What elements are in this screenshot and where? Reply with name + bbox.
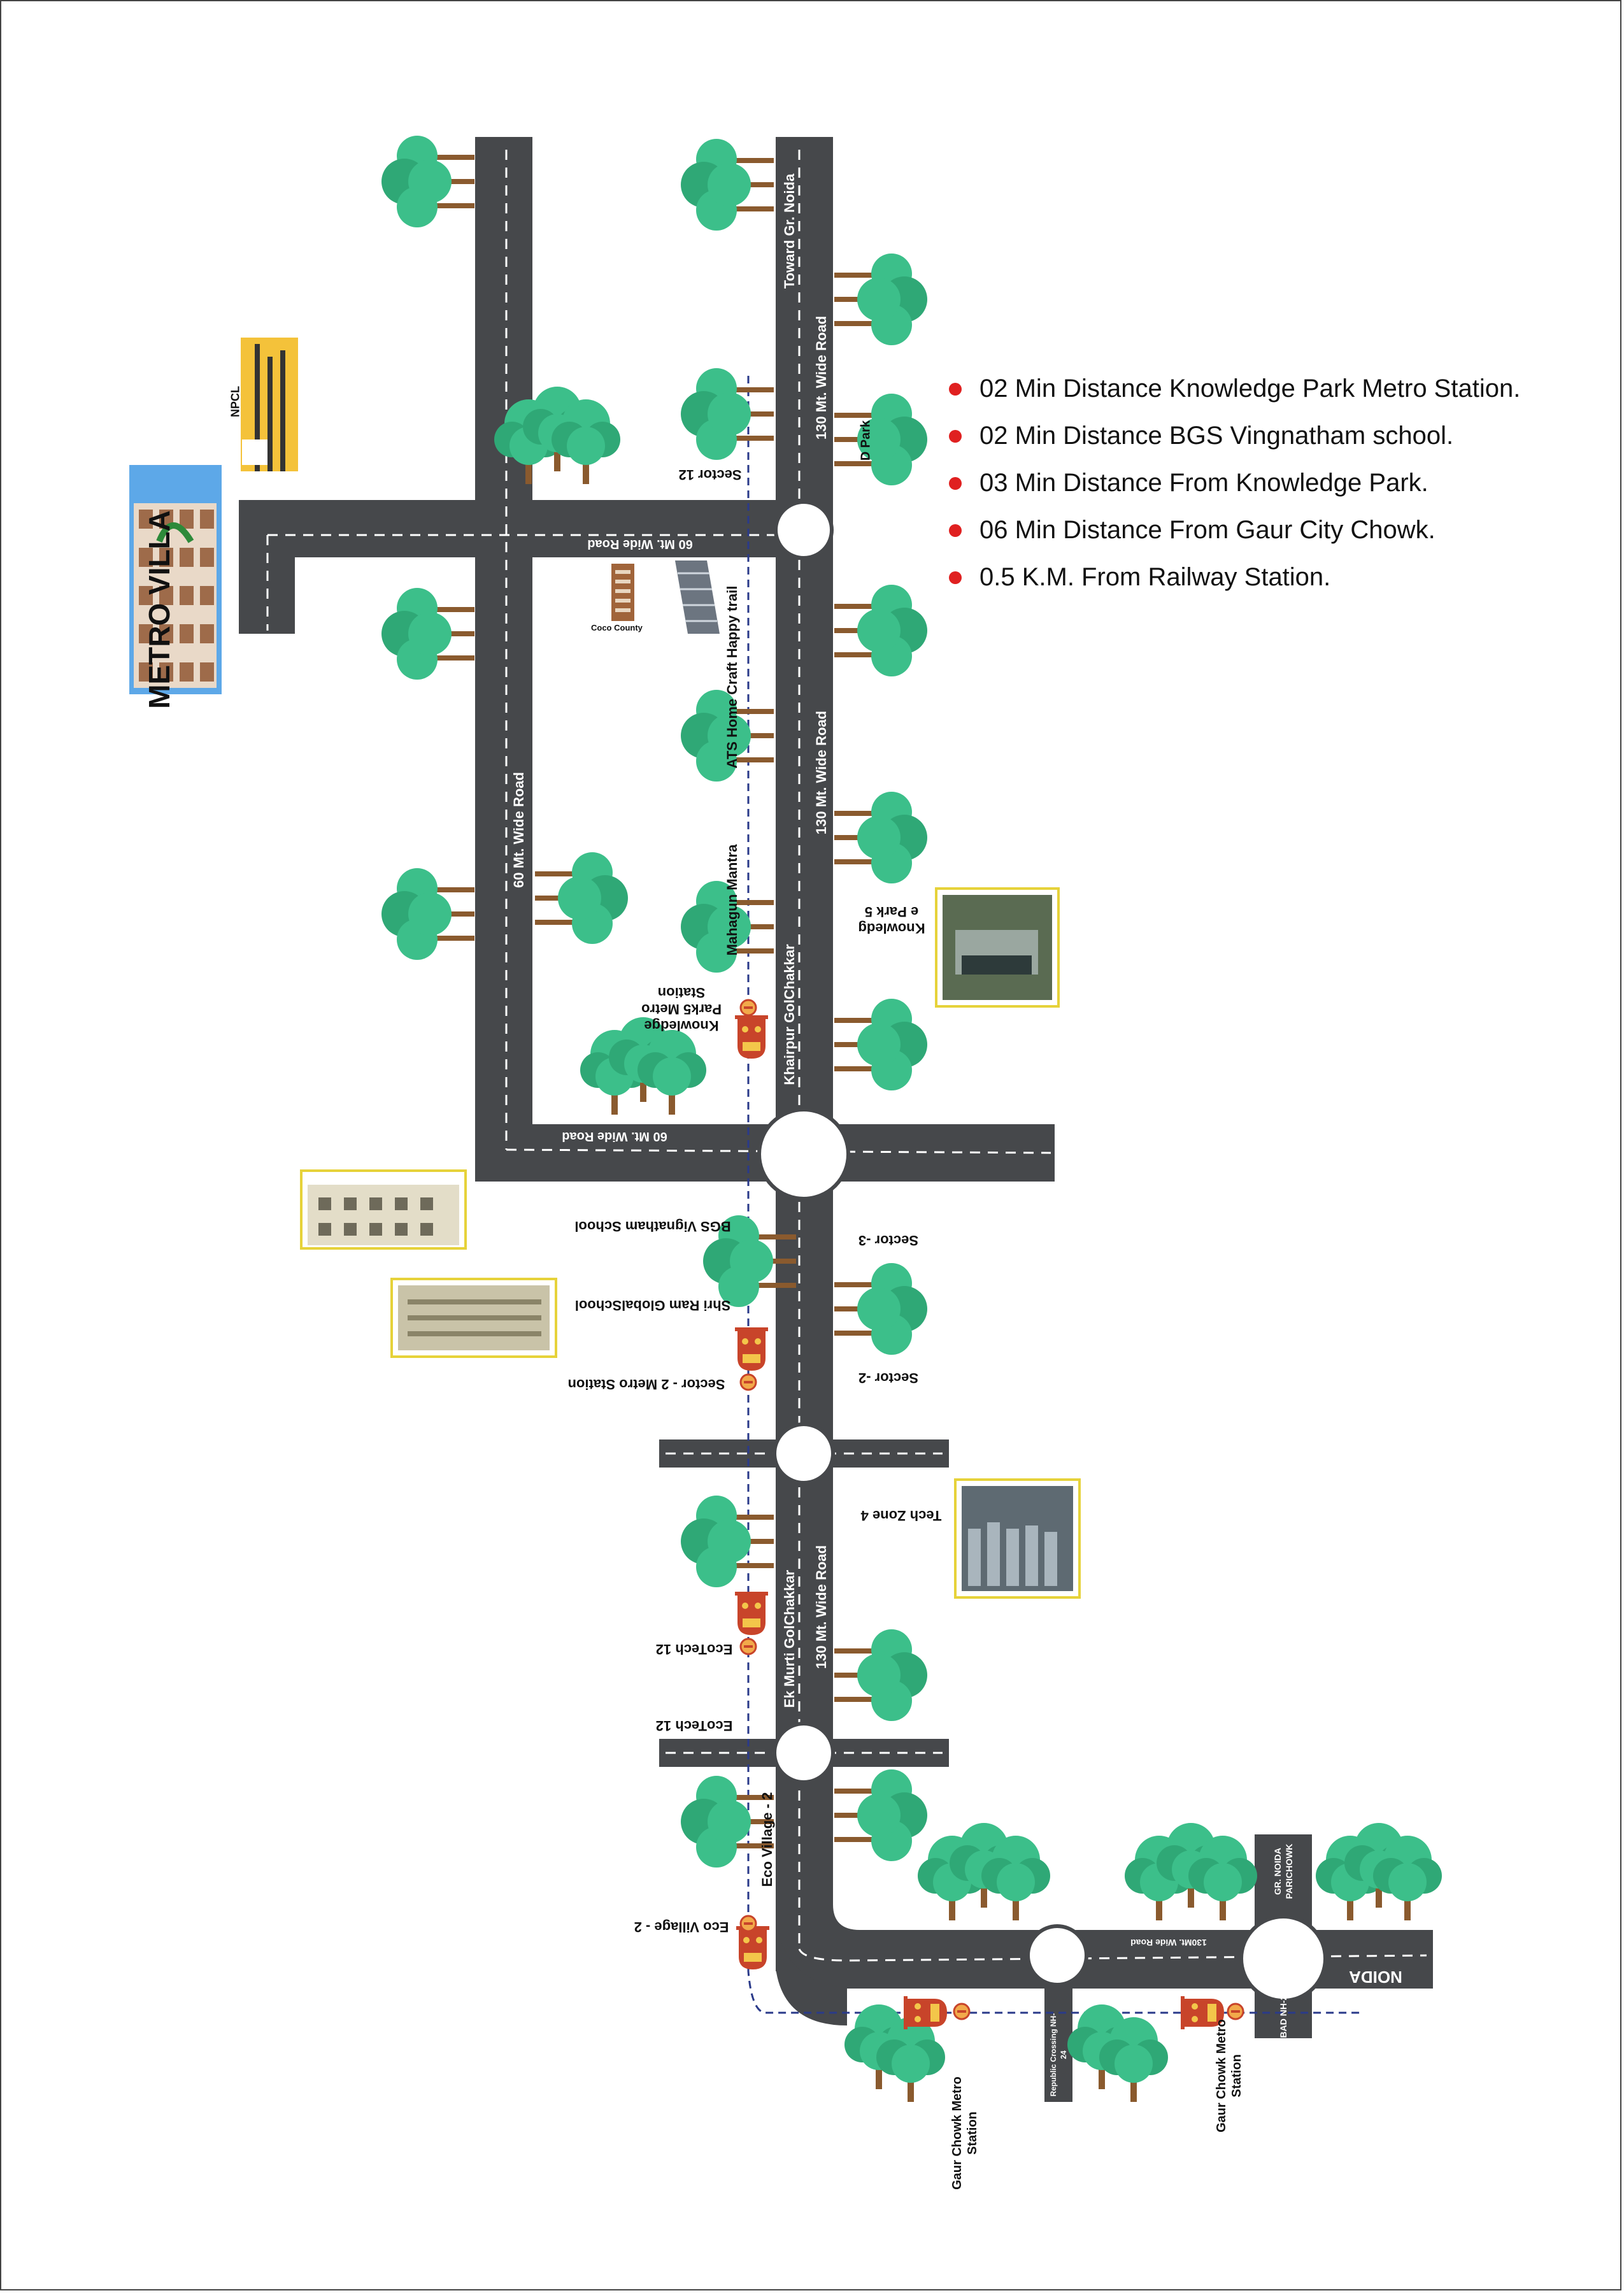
building-icon [390,1278,557,1358]
label-tech-zone-4: Tech Zone 4 [860,1508,942,1524]
metro-train-icon [904,1996,947,2029]
label-bgs-school: BGS Vignatham School [574,1218,731,1234]
building-icon [954,1478,1081,1599]
road-label-ek-murti: Ek Murti GolChakkar [781,1569,797,1708]
tree-icon [834,792,927,883]
tree-icon [834,1263,927,1355]
metro-station-icon [953,2003,971,2020]
building-icon [241,338,298,471]
tree-icon [535,852,628,944]
label-coco-county: Coco County [591,623,643,632]
metro-line [747,376,1363,2014]
feature-item: 03 Min Distance From Knowledge Park. [943,464,1520,511]
label-sector-3: Sector -3 [858,1232,919,1248]
label-npcl: NPCL [229,386,242,417]
feature-item: 02 Min Distance Knowledge Park Metro Sta… [943,369,1520,417]
road-label-130m-mid: 130 Mt. Wide Road [813,710,829,835]
label-sector-12: Sector 12 [678,467,742,483]
feature-item: 02 Min Distance BGS Vingnatham school. [943,417,1520,464]
building-pictures [129,338,1081,1599]
roads [239,137,1433,2102]
label-kp5-metro-station: Knowledge Park5 Metro Station [641,985,722,1034]
tree-icon [381,868,474,960]
road-label-noida: NOIDA [1349,1968,1402,1987]
tree-icon [381,136,474,227]
feature-list: 02 Min Distance Knowledge Park Metro Sta… [943,369,1520,605]
building-icon [935,887,1060,1008]
label-mahagun: Mahagun Mantra [724,844,740,956]
label-shri-ram-school: Shri Ram GlobalSchool [574,1297,731,1313]
tree-icon [681,1496,774,1587]
label-ats: ATS Home Craft Happy trail [724,585,740,769]
metro-train-icon [735,1592,768,1635]
label-knowledge-park-5: Knowledg e Park 5 [858,904,925,936]
road-label-130m-bottom: 130 Mt. Wide Road [813,1545,829,1669]
bullet-icon [949,430,962,443]
tree-icon [834,394,927,485]
metro-train-icon [735,1327,768,1371]
label-gaur-chowk-metro-1: Gaur Chowk Metro Station [950,2076,979,2190]
tree-icon [834,1769,927,1861]
tree-icon [681,368,774,460]
tree-icon [681,139,774,231]
road-label-60m-vertical: 60 Mt. Wide Road [511,772,527,888]
building-icon [675,561,720,634]
building-icon [300,1169,467,1250]
label-ecotech-12-a: EcoTech 12 [655,1641,733,1657]
label-eco-village-road: Eco Village - 2 [759,1792,775,1887]
label-ecotech-12-b: EcoTech 12 [655,1718,733,1734]
tree-icon [834,999,927,1090]
road-label-130m-small: 130Mt. Wide Road [1130,1938,1207,1948]
bullet-icon [949,524,962,537]
page-title: METRO VILLA [143,510,176,709]
label-republic-crossing: Republic Crossing NH-24 [1049,2013,1068,2097]
tree-icon [834,585,927,676]
road-label-130m-top: 130 Mt. Wide Road [813,315,829,440]
metro-train-icon [735,1015,768,1059]
metro-station-icon [739,999,757,1017]
tree-icon [381,588,474,680]
label-d-park: D Park [858,420,873,461]
road-label-60m-top: 60 Mt. Wide Road [587,537,693,551]
tree-icon [834,254,927,345]
label-sector-2-metro: Sector - 2 Metro Station [567,1376,725,1392]
building-icon [611,564,634,621]
tree-icon [834,1629,927,1721]
road-label-toward-gr-noida: Toward Gr. Noida [781,173,797,289]
road-label-60m-bottom: 60 Mt. Wide Road [562,1129,667,1143]
feature-item: 0.5 K.M. From Railway Station. [943,558,1520,605]
label-eco-village-metro: Eco Village - 2 [634,1919,729,1935]
label-gaur-chowk-metro-2: Gaur Chowk Metro Station [1214,2019,1244,2132]
bullet-icon [949,477,962,490]
road-label-khairpur: Khairpur GolChakkar [781,944,797,1085]
metro-station-icon [739,1915,757,1932]
label-sector-2: Sector -2 [858,1370,919,1386]
building-icon [129,465,222,694]
bullet-icon [949,383,962,396]
bullet-icon [949,571,962,584]
label-gr-noida-parichowk: GR. NOIDA PARICHOWK [1272,1843,1294,1899]
feature-item: 06 Min Distance From Gaur City Chowk. [943,511,1520,558]
metro-station-icon [739,1373,757,1391]
label-ghaziabad: GHAZIABAD NH-24 [1278,1990,1288,2073]
